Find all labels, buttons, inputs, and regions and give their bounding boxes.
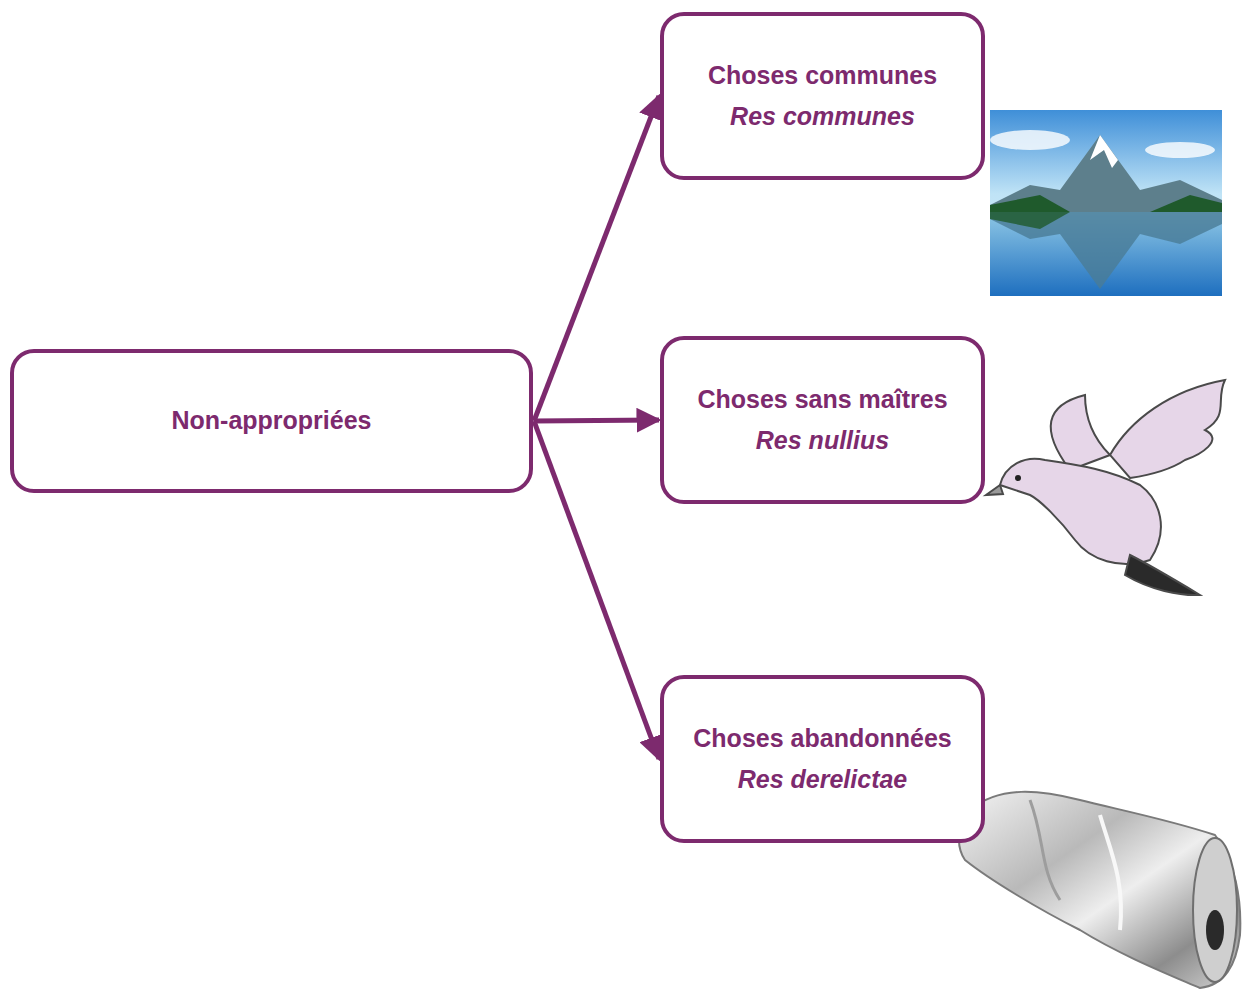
box-label: Choses abandonnées (693, 718, 951, 759)
arrow-connector (534, 420, 659, 421)
subcategory-box: Choses abandonnéesRes derelictae (660, 675, 985, 843)
latin-term: Res communes (730, 96, 915, 137)
box-label: Choses communes (708, 55, 937, 96)
arrow-connector (534, 421, 659, 759)
arrow-connector (534, 96, 659, 421)
category-box: Non-appropriées (10, 349, 533, 493)
mountain-lake-picture (990, 110, 1222, 296)
latin-term: Res derelictae (738, 759, 908, 800)
crushed-can-picture (959, 792, 1240, 988)
subcategory-box: Choses communesRes communes (660, 12, 985, 180)
latin-term: Res nullius (756, 420, 889, 461)
dove-drawing (986, 380, 1225, 595)
box-label: Choses sans maîtres (697, 379, 947, 420)
box-label: Non-appropriées (171, 400, 371, 441)
subcategory-box: Choses sans maîtresRes nullius (660, 336, 985, 504)
